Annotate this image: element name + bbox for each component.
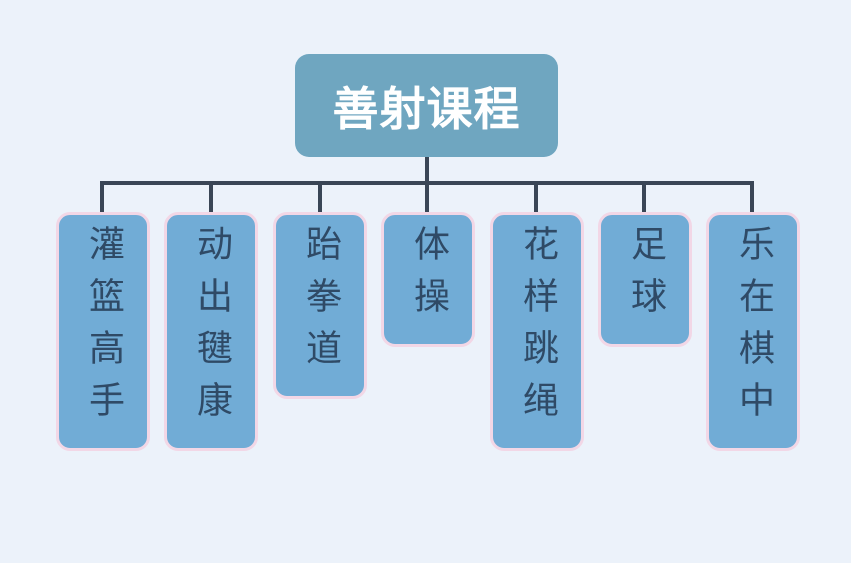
root-title: 善射课程 [332, 81, 521, 136]
course-node: 体操 [381, 212, 475, 347]
course-node: 花样跳绳 [490, 212, 584, 451]
node-label: 跆拳道 [300, 225, 341, 381]
connector-trunk [425, 157, 429, 184]
node-label: 动出毽康 [191, 225, 232, 433]
connector-drop [425, 181, 429, 212]
connector-drop [318, 181, 322, 212]
node-label: 体操 [408, 225, 449, 329]
connector-drop [750, 181, 754, 212]
node-label: 足球 [625, 225, 666, 329]
course-node: 乐在棋中 [706, 212, 800, 451]
connector-drop [642, 181, 646, 212]
connector-drop [209, 181, 213, 212]
connector-drop [100, 181, 104, 212]
root-node: 善射课程 [295, 54, 558, 157]
connector-drop [534, 181, 538, 212]
node-label: 灌篮高手 [83, 225, 124, 433]
node-label: 花样跳绳 [517, 225, 558, 433]
course-node: 灌篮高手 [56, 212, 150, 451]
course-node: 动出毽康 [164, 212, 258, 451]
node-label: 乐在棋中 [733, 225, 774, 433]
course-node: 足球 [598, 212, 692, 347]
course-node: 跆拳道 [273, 212, 367, 399]
